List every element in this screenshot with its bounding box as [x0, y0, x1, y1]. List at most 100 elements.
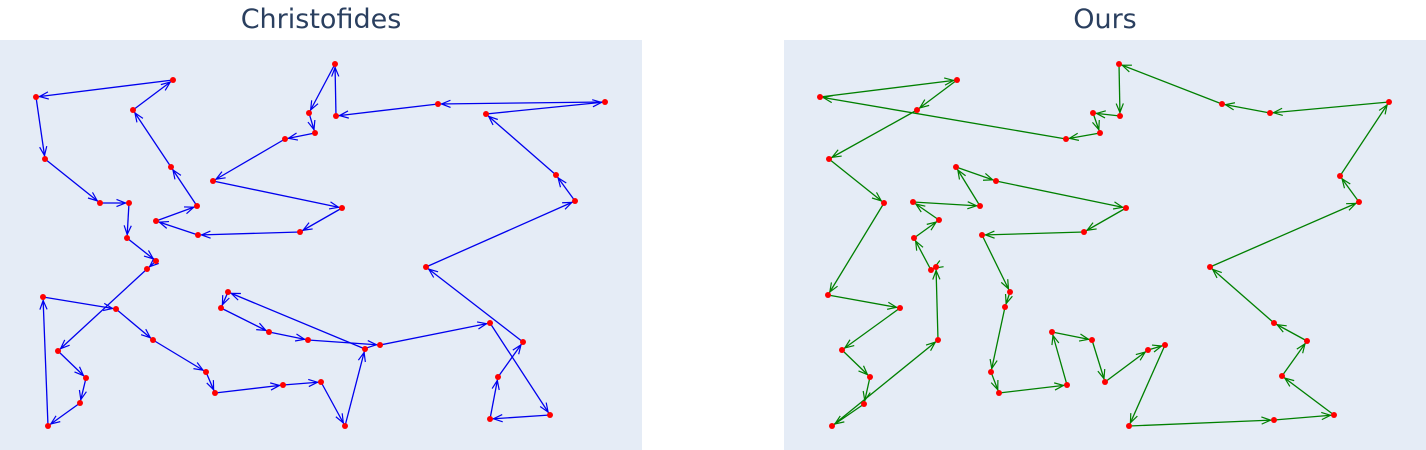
- city-node: [45, 423, 51, 429]
- tour-edge: [35, 96, 48, 160]
- christofides-plot: [0, 40, 642, 450]
- tour-edge: [1051, 331, 1068, 386]
- tour-edge: [425, 266, 524, 343]
- tour-edge: [212, 138, 286, 182]
- city-node: [953, 164, 959, 170]
- city-node: [1090, 110, 1096, 116]
- tour-edge: [205, 371, 216, 394]
- city-node: [170, 77, 176, 83]
- tour-edge: [320, 381, 346, 427]
- city-node: [333, 113, 339, 119]
- city-node: [1279, 373, 1285, 379]
- tour-edge: [1128, 416, 1275, 427]
- city-node: [1126, 423, 1132, 429]
- city-node: [40, 294, 46, 300]
- tour-edge: [299, 207, 343, 233]
- tour-edge: [268, 331, 309, 342]
- tour-edge: [912, 201, 940, 221]
- city-node: [1331, 412, 1337, 418]
- city-node: [339, 205, 345, 211]
- tour-edge: [489, 414, 551, 423]
- city-node: [203, 369, 209, 375]
- city-node: [996, 390, 1002, 396]
- city-node: [483, 111, 489, 117]
- city-node: [1271, 417, 1277, 423]
- city-node: [1089, 337, 1095, 343]
- city-node: [1337, 173, 1343, 179]
- tour-edge: [827, 202, 885, 296]
- tour-edge: [42, 296, 117, 312]
- tour-edge: [1065, 132, 1101, 141]
- city-node: [1162, 342, 1168, 348]
- city-node: [312, 130, 318, 136]
- city-node: [1049, 329, 1055, 335]
- city-node: [487, 320, 493, 326]
- city-node: [318, 379, 324, 385]
- tour-edge: [344, 348, 366, 427]
- city-node: [1219, 101, 1225, 107]
- tour-edge: [214, 382, 284, 394]
- tour-edge: [998, 382, 1068, 394]
- tour-edge: [489, 376, 500, 420]
- tour-edge: [828, 109, 918, 160]
- city-node: [210, 178, 216, 184]
- tour-edge: [932, 266, 941, 341]
- tour-edge: [981, 230, 1085, 239]
- city-node: [195, 232, 201, 238]
- city-node: [377, 342, 383, 348]
- tour-edge: [335, 103, 439, 119]
- tour-edge: [828, 158, 885, 204]
- city-node: [839, 347, 845, 353]
- city-node: [97, 200, 103, 206]
- tour-edge: [831, 339, 939, 427]
- city-node: [144, 266, 150, 272]
- city-node: [1386, 99, 1392, 105]
- tour-edge: [155, 220, 199, 236]
- city-node: [993, 178, 999, 184]
- city-node: [83, 375, 89, 381]
- city-node: [914, 107, 920, 113]
- city-node: [225, 289, 231, 295]
- tour-edge: [1281, 375, 1335, 416]
- tour-edge: [425, 200, 576, 268]
- city-node: [1123, 205, 1129, 211]
- tour-edge: [1339, 175, 1360, 203]
- tour-nodes: [817, 61, 1392, 429]
- city-node: [572, 198, 578, 204]
- city-node: [826, 156, 832, 162]
- city-node: [332, 61, 338, 67]
- city-node: [547, 412, 553, 418]
- tour-edge: [1209, 201, 1360, 268]
- city-node: [933, 264, 939, 270]
- tour-edge: [155, 205, 198, 222]
- tour-edge: [284, 132, 316, 141]
- tour-edge: [57, 350, 87, 379]
- tour-edge: [913, 219, 940, 239]
- city-node: [130, 107, 136, 113]
- tour-edge: [1115, 63, 1124, 117]
- city-node: [954, 77, 960, 83]
- tour-edge: [489, 322, 551, 416]
- city-node: [1117, 113, 1123, 119]
- city-node: [1356, 199, 1362, 205]
- tour-edge: [912, 201, 981, 210]
- city-node: [1207, 264, 1213, 270]
- tour-edge: [989, 306, 1006, 373]
- city-node: [1102, 379, 1108, 385]
- christofides-title: Christofides: [240, 4, 402, 35]
- city-node: [520, 339, 526, 345]
- tour-edge: [1092, 112, 1101, 134]
- tour-edges: [819, 63, 1390, 427]
- city-node: [423, 264, 429, 270]
- tour-edge: [1104, 349, 1149, 383]
- city-node: [113, 306, 119, 312]
- city-node: [306, 110, 312, 116]
- tour-edge: [1209, 266, 1275, 324]
- city-node: [218, 305, 224, 311]
- tour-edge: [437, 99, 606, 109]
- city-node: [153, 258, 159, 264]
- tour-edge: [44, 158, 101, 204]
- plot-background: [0, 40, 642, 450]
- city-node: [979, 232, 985, 238]
- city-node: [553, 172, 559, 178]
